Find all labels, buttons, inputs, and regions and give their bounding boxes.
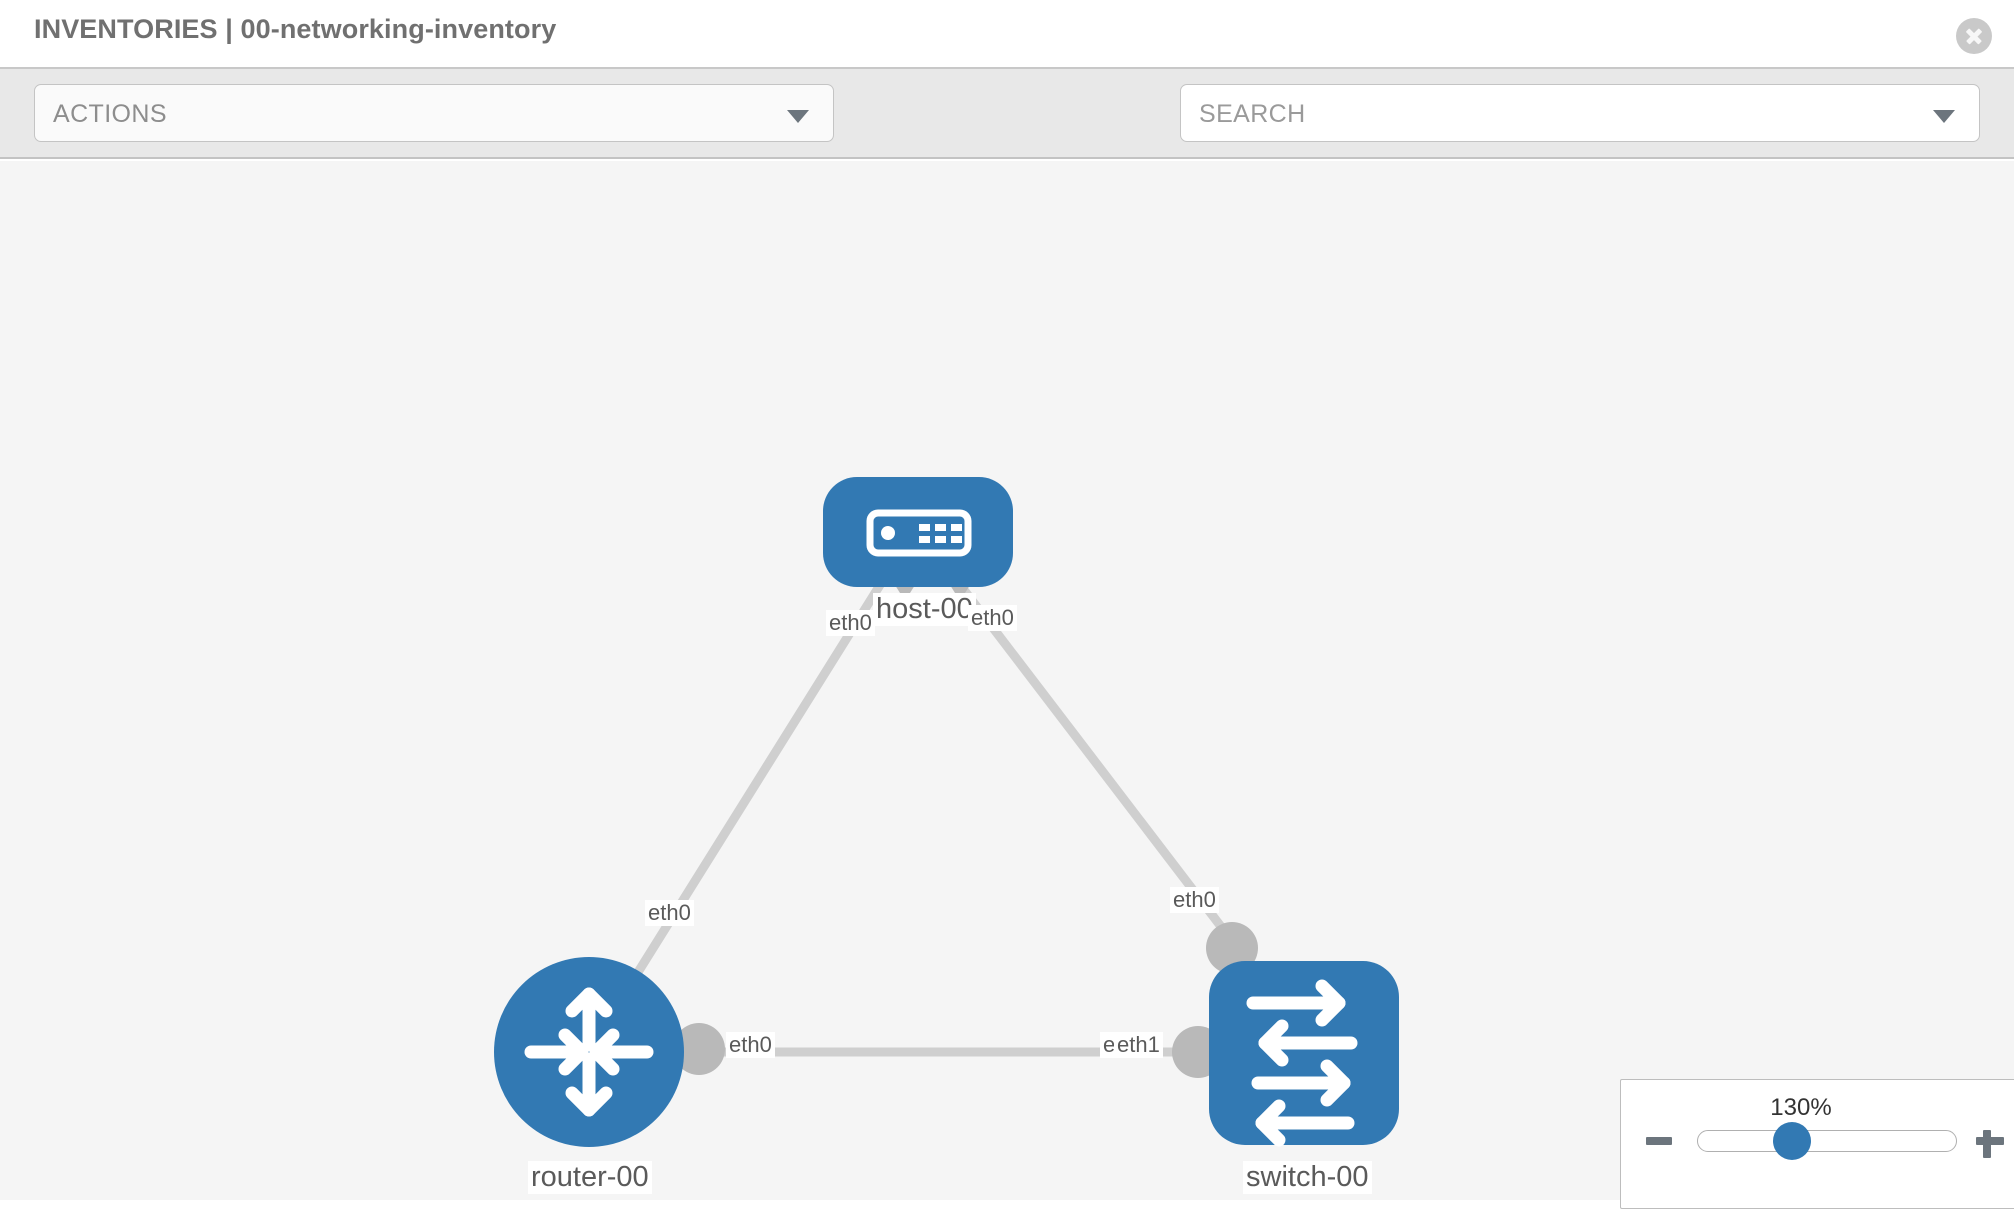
close-icon[interactable] bbox=[1956, 18, 1992, 54]
topology-canvas[interactable]: host-00 eth0 eth0 eth0 eth0 eth0 eth0 et… bbox=[0, 161, 2014, 1200]
zoom-out-button[interactable] bbox=[1643, 1124, 1677, 1158]
node-label-switch-00: switch-00 bbox=[1243, 1161, 1372, 1194]
node-switch-00 bbox=[1209, 961, 1399, 1147]
interface-label-host-eth0-right: eth0 bbox=[968, 605, 1017, 631]
chevron-down-icon bbox=[787, 110, 809, 123]
router-arrows-icon bbox=[524, 987, 654, 1117]
zoom-slider-thumb[interactable] bbox=[1773, 1122, 1811, 1160]
zoom-control-panel: 130% bbox=[1620, 1079, 2014, 1209]
node-label-host-00: host-00 bbox=[873, 593, 976, 626]
node-host-00 bbox=[823, 477, 1013, 587]
node-router-00 bbox=[494, 957, 684, 1147]
zoom-slider-track[interactable] bbox=[1697, 1130, 1957, 1152]
link-host-router bbox=[615, 564, 895, 1006]
port-router-eth0 bbox=[673, 1023, 725, 1075]
topology-graph bbox=[494, 477, 1399, 1147]
actions-dropdown-label: ACTIONS bbox=[53, 100, 167, 128]
server-icon bbox=[866, 509, 972, 557]
node-label-router-00: router-00 bbox=[528, 1161, 652, 1194]
interface-label-switch-eth0-up: eth0 bbox=[1170, 887, 1219, 913]
link-host-switch bbox=[943, 564, 1237, 946]
zoom-level-value: 130% bbox=[1770, 1094, 1832, 1121]
switch-arrows-icon bbox=[1246, 979, 1358, 1147]
search-placeholder: SEARCH bbox=[1199, 100, 1306, 128]
interface-label-host-eth0-left: eth0 bbox=[826, 610, 875, 636]
search-input[interactable]: SEARCH bbox=[1180, 84, 1980, 142]
actions-dropdown[interactable]: ACTIONS bbox=[34, 84, 834, 142]
page-header: INVENTORIES | 00-networking-inventory bbox=[0, 0, 2014, 69]
interface-label-switch-eth1: eth1 bbox=[1114, 1032, 1163, 1058]
chevron-down-icon[interactable] bbox=[1933, 110, 1955, 123]
zoom-in-button[interactable] bbox=[1973, 1124, 2007, 1158]
interface-label-router-eth0-right: eth0 bbox=[726, 1032, 775, 1058]
page-title: INVENTORIES | 00-networking-inventory bbox=[34, 14, 557, 44]
toolbar: ACTIONS SEARCH bbox=[0, 69, 2014, 200]
interface-label-router-eth0-up: eth0 bbox=[645, 900, 694, 926]
